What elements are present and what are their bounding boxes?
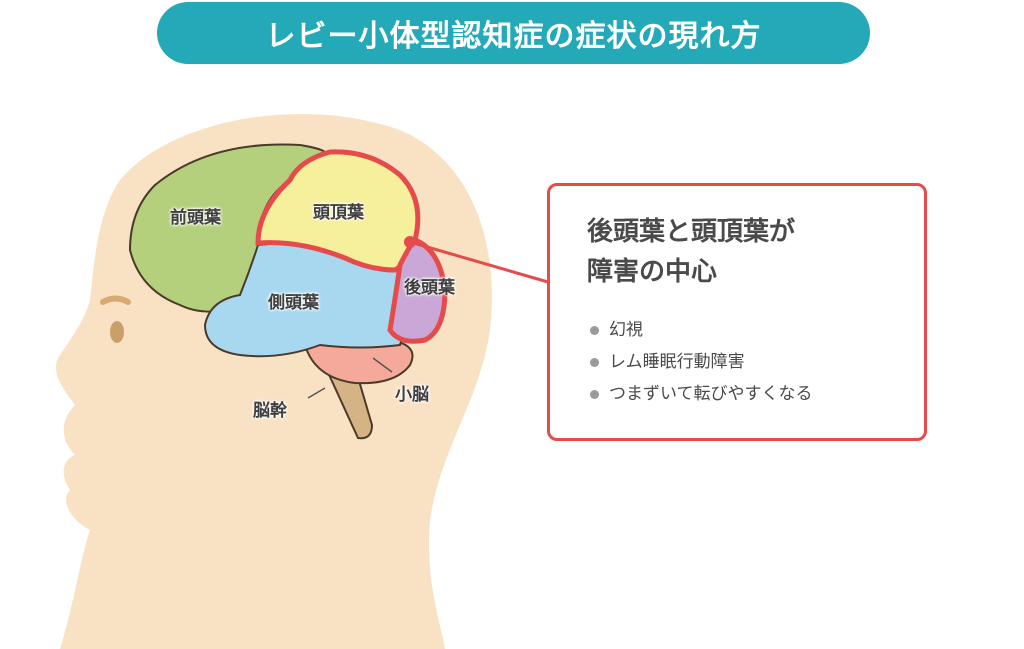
symptom-item: つまずいて転びやすくなる <box>590 378 813 410</box>
info-heading-line2: 障害の中心 <box>587 257 718 287</box>
info-heading-line1: 後頭葉と頭頂葉が <box>587 217 796 247</box>
brainstem-leader <box>307 387 326 399</box>
label-frontal-lobe: 前頭葉 <box>170 208 221 228</box>
info-heading: 後頭葉と頭頂葉が 障害の中心 <box>587 212 795 292</box>
bullet-icon <box>590 357 599 367</box>
page-title: レビー小体型認知症の症状の現れ方 <box>265 19 762 54</box>
eye <box>110 321 124 343</box>
info-box: 後頭葉と頭頂葉が 障害の中心 幻視 レム睡眠行動障害 つまずいて転びやすくなる <box>547 183 927 441</box>
label-parietal-lobe: 頭頂葉 <box>313 203 364 223</box>
symptom-list: 幻視 レム睡眠行動障害 つまずいて転びやすくなる <box>590 314 813 410</box>
bullet-icon <box>590 325 599 335</box>
bullet-icon <box>590 389 599 399</box>
label-occipital-lobe: 後頭葉 <box>404 278 455 298</box>
callout-dot <box>404 236 416 248</box>
cerebellum-leader <box>372 357 393 373</box>
title-banner: レビー小体型認知症の症状の現れ方 <box>157 2 870 64</box>
symptom-item: 幻視 <box>590 314 813 346</box>
callout-line <box>409 240 549 284</box>
symptom-item: レム睡眠行動障害 <box>590 346 813 378</box>
label-brainstem: 脳幹 <box>253 401 287 421</box>
eyebrow <box>100 295 131 305</box>
label-cerebellum: 小脳 <box>395 385 429 405</box>
label-temporal-lobe: 側頭葉 <box>268 293 319 313</box>
